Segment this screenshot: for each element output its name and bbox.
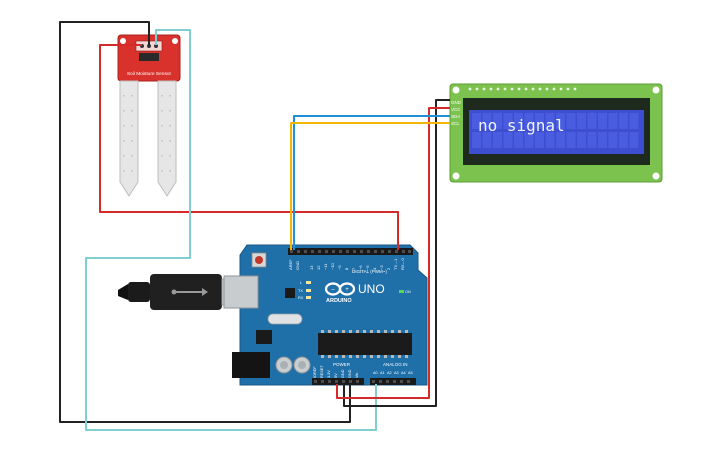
- digital-pin-labels: AREF GND 13 12 ~11 ~10 ~9 8 7 ~6 ~5 4 ~3…: [288, 257, 405, 270]
- tx-led: [306, 289, 311, 292]
- pin-label: 8: [344, 267, 349, 270]
- wire-sensor-gnd-black[interactable]: [59, 21, 351, 423]
- atmega-chip: [318, 333, 412, 355]
- lcd-mount-hole: [452, 86, 460, 94]
- pin-label: TX→1: [393, 258, 398, 270]
- lcd-mount-hole: [652, 172, 660, 180]
- pin-label: ~10: [330, 262, 335, 270]
- pin-label: RESET: [320, 365, 324, 378]
- power-pin-labels: IOREF RESET 3.3V 5V GND GND Vin: [313, 365, 359, 378]
- pin-label: GND: [348, 369, 352, 378]
- pin-label: GND: [341, 369, 345, 378]
- wires: [59, 21, 450, 431]
- wire-sensor-signal-lightblue[interactable]: [85, 29, 377, 431]
- pin-label: ~11: [323, 263, 328, 270]
- pin-label: 2: [386, 267, 391, 270]
- arduino-model-label: UNO: [358, 282, 385, 296]
- pin-label: A0: [373, 371, 378, 375]
- power-label: POWER: [333, 362, 351, 367]
- pin-label: ~3: [379, 265, 384, 270]
- capacitor-top: [280, 361, 288, 369]
- logo-plus: +: [345, 287, 349, 293]
- analog-in-label: ANALOG IN: [383, 362, 408, 367]
- wire-lcd-scl-yellow[interactable]: [290, 122, 450, 250]
- usb-cable-end: [118, 284, 128, 300]
- dc-power-jack: [232, 352, 270, 378]
- lcd-pin-gnd-label: GND: [451, 100, 462, 105]
- logo-minus: –: [331, 287, 335, 293]
- lcd-mount-hole: [452, 172, 460, 180]
- sensor-chip: [139, 53, 159, 61]
- pin-label: 12: [316, 265, 321, 270]
- l-label: L: [300, 281, 302, 285]
- lcd-mount-hole: [652, 86, 660, 94]
- pin-label: A1: [380, 371, 385, 375]
- usb-controller-chip: [285, 288, 295, 298]
- lcd-pin-scl-label: SCL: [451, 121, 460, 126]
- pin-label: ~5: [365, 265, 370, 270]
- lcd-display-text: no signal: [478, 116, 565, 135]
- rx-led: [306, 296, 311, 299]
- pin-label: RX←0: [400, 257, 405, 270]
- lcd-pin-vcc-label: VCC: [451, 107, 461, 112]
- pin-label: Vin: [355, 373, 359, 378]
- voltage-regulator: [256, 330, 272, 344]
- crystal-oscillator: [267, 313, 303, 325]
- pin-label: 4: [372, 267, 377, 270]
- pin-label: IOREF: [313, 366, 317, 378]
- wire-sensor-vcc-red[interactable]: [99, 44, 399, 250]
- pin-label: ~6: [358, 265, 363, 270]
- arduino-logo-icon: [324, 282, 356, 296]
- usb-symbol: [171, 288, 208, 296]
- wire-lcd-vcc-red[interactable]: [336, 107, 450, 399]
- capacitor-top: [298, 361, 306, 369]
- pin-label: 3.3V: [327, 370, 331, 378]
- arduino-brand-label: ARDUINO: [326, 298, 352, 304]
- on-label: ON: [405, 290, 411, 294]
- pin-label: A3: [394, 371, 399, 375]
- sensor-probe-traces: [123, 95, 171, 172]
- arduino-uno-board[interactable]: AREF GND 13 12 ~11 ~10 ~9 8 7 ~6 ~5 4 ~3…: [223, 244, 428, 386]
- reset-button-cap[interactable]: [255, 256, 263, 264]
- pin-label: A2: [387, 371, 392, 375]
- lcd-pin-sda-label: SDA: [451, 114, 460, 119]
- digital-header: [288, 248, 413, 255]
- pin-label: ~9: [337, 265, 342, 270]
- lcd-header-pins: [468, 87, 577, 91]
- pin-label: A4: [401, 371, 406, 375]
- lcd-char-grid: [472, 113, 639, 148]
- l-led: [306, 281, 311, 284]
- pin-label: A5: [408, 371, 413, 375]
- digital-header-holes: [290, 250, 411, 253]
- pin-label: AREF: [288, 259, 293, 270]
- bottom-header-holes: [314, 380, 410, 383]
- pin-label: 13: [309, 265, 314, 270]
- pin-label: 5V: [334, 373, 338, 378]
- sensor-mount-hole: [120, 38, 126, 44]
- lcd-i2c-pins: GND VCC SDA SCL: [451, 100, 462, 126]
- analog-pin-labels: A0 A1 A2 A3 A4 A5: [373, 371, 413, 375]
- sensor-probe-left: [119, 80, 139, 197]
- tx-label: TX: [298, 289, 303, 293]
- soil-moisture-sensor[interactable]: Soil Moisture Sensor: [117, 34, 181, 197]
- pin-label: GND: [295, 261, 300, 270]
- atmega-pins: [321, 330, 408, 358]
- rx-label: RX: [298, 296, 304, 300]
- lcd-module[interactable]: no signal GND VCC SDA SCL: [449, 83, 663, 183]
- digital-pwm-label: DIGITAL (PWM~): [352, 269, 387, 274]
- wire-lcd-sda-blue[interactable]: [293, 115, 450, 250]
- sensor-board-label: Soil Moisture Sensor: [127, 71, 172, 77]
- usb-strain-relief: [128, 282, 150, 302]
- on-led: [399, 290, 404, 293]
- sensor-probe-right: [157, 80, 177, 197]
- pin-label: 7: [351, 267, 356, 270]
- usb-b-jack: [223, 275, 259, 309]
- sensor-mount-hole: [172, 38, 178, 44]
